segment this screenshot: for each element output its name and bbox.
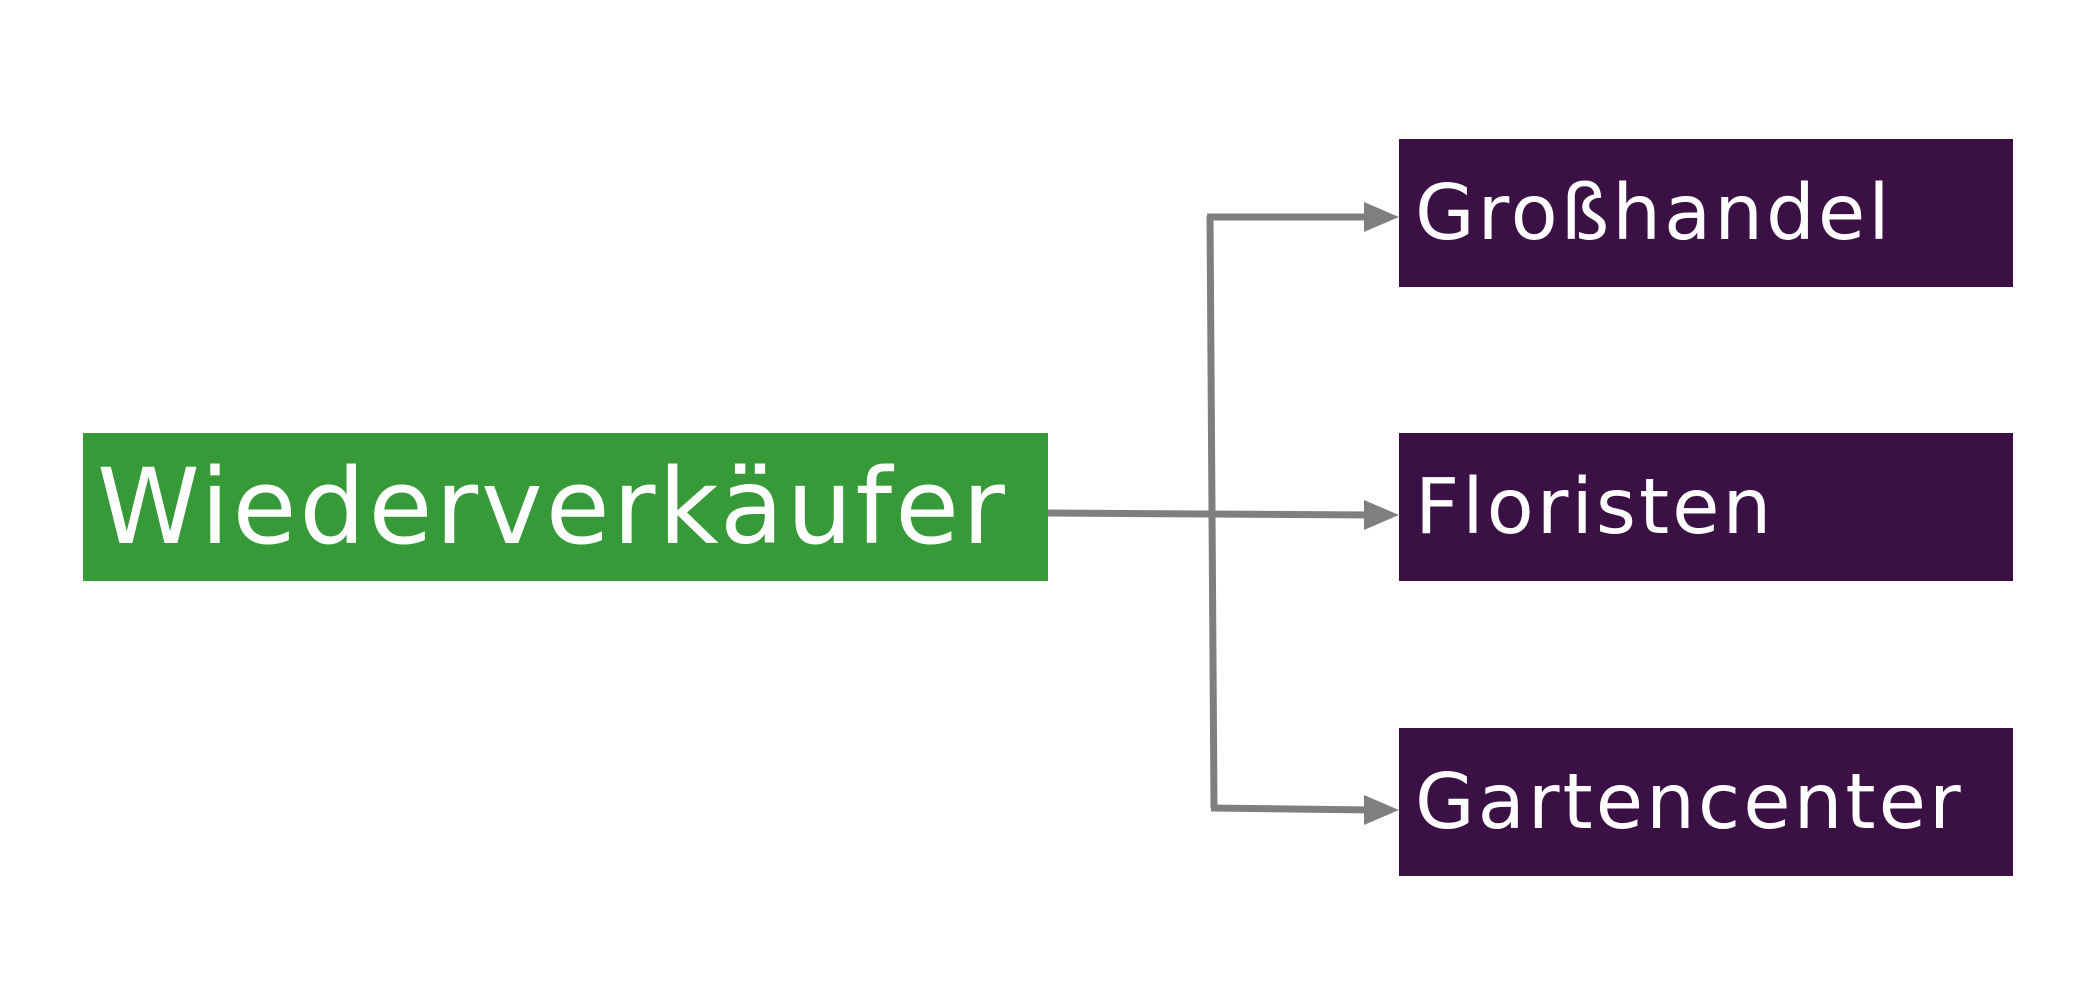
target-node-label: Floristen (1415, 462, 1775, 552)
connector-to-gartencenter (1210, 804, 1375, 815)
target-node-label: Gartencenter (1415, 757, 1964, 847)
arrowhead-grosshandel (1364, 202, 1399, 232)
arrowhead-floristen (1364, 500, 1399, 530)
target-node-label: Großhandel (1415, 168, 1893, 258)
target-node-floristen: Floristen (1399, 433, 2013, 581)
target-node-grosshandel: Großhandel (1399, 139, 2013, 287)
connector-spine (1206, 215, 1218, 809)
source-node-wiederverkaeufer: Wiederverkäufer (83, 433, 1048, 581)
target-node-gartencenter: Gartencenter (1399, 728, 2013, 876)
arrowhead-gartencenter (1364, 795, 1399, 825)
source-node-label: Wiederverkäufer (97, 446, 1008, 568)
